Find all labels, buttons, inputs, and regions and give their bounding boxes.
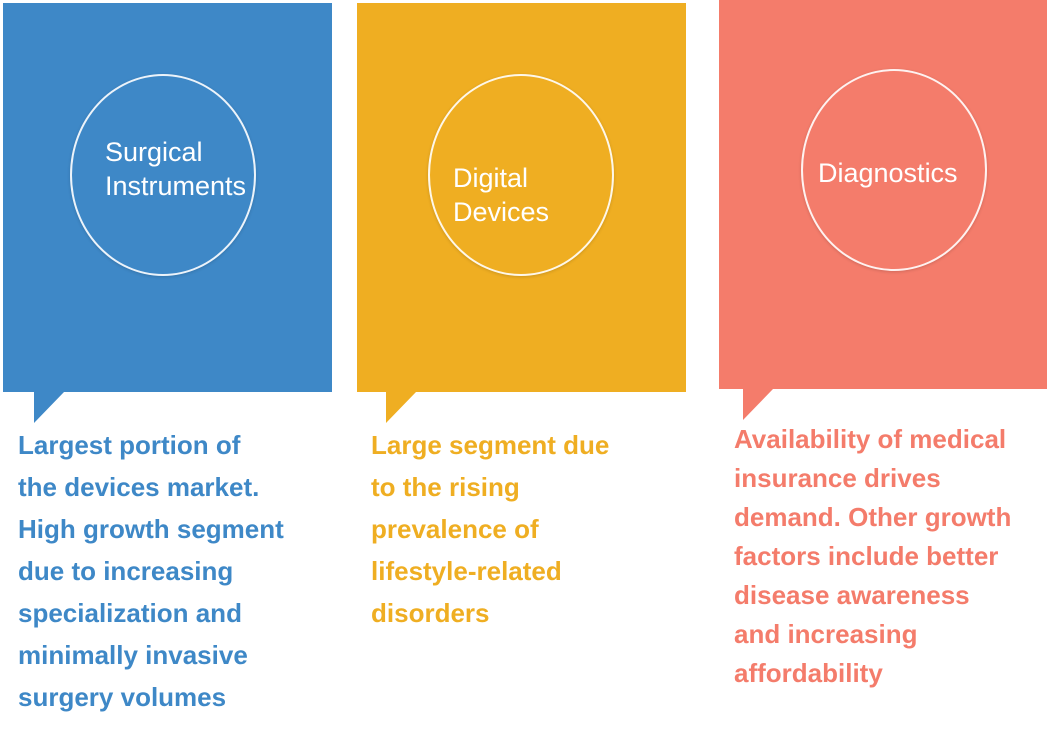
speech-tail [34,392,64,423]
segment-title: Digital Devices [453,163,550,227]
segment-description: Availability of medical insurance drives… [734,424,1012,688]
segment-description: Largest portion of the devices market. H… [18,430,284,712]
segment-circle [70,74,256,276]
segment-circle [428,74,614,276]
speech-tail [743,389,773,420]
segment-title: Surgical Instruments [105,137,247,201]
segment-circle [801,69,987,271]
segment-title: Diagnostics [818,158,958,188]
segment-description: Large segment due to the rising prevalen… [371,430,610,628]
speech-tail [386,392,416,423]
